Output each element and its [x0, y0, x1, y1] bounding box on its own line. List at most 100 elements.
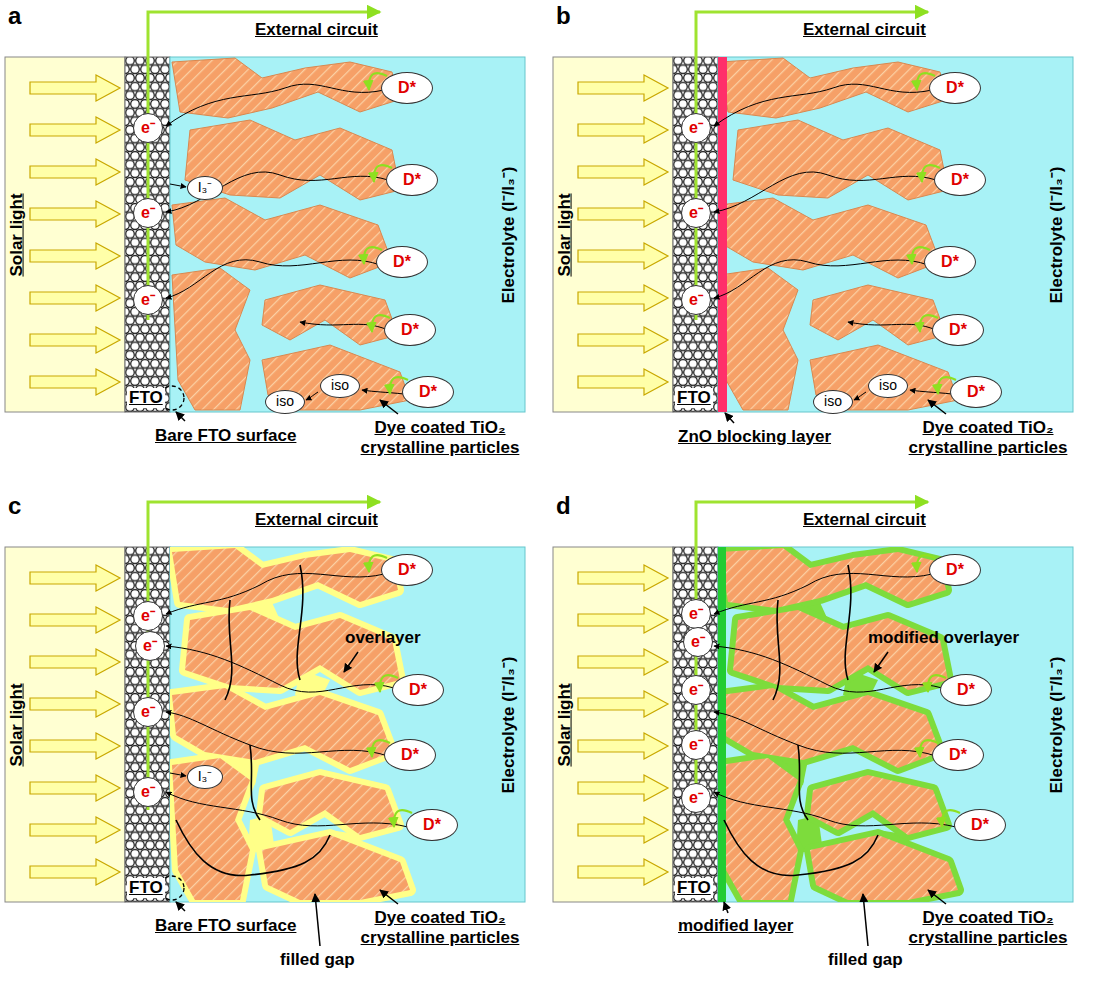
drawing-line — [170, 184, 186, 187]
fto-label: FTO — [127, 388, 165, 408]
fto-label: FTO — [127, 878, 165, 898]
electron-circle: e⁻ — [681, 285, 711, 315]
node-text: e⁻ — [141, 783, 155, 801]
electron-circle: e⁻ — [681, 599, 711, 629]
drawing-g — [172, 58, 410, 410]
excited-dye-ellipse: D* — [940, 674, 992, 706]
drawing-use — [166, 84, 404, 400]
iso-ellipse: iso — [320, 374, 360, 398]
electron-circle: e⁻ — [681, 113, 711, 143]
node-text: D* — [949, 746, 967, 764]
excited-dye-ellipse: D* — [406, 809, 458, 841]
electron-circle: e⁻ — [681, 198, 711, 228]
fto-label: FTO — [675, 878, 713, 898]
excited-dye-ellipse: D* — [392, 674, 444, 706]
panel-letter: d — [556, 492, 571, 520]
excited-dye-ellipse: D* — [929, 72, 981, 104]
panel-d — [553, 502, 1073, 946]
drawing-use — [5, 12, 525, 412]
triiodide-ellipse: I₃⁻ — [187, 765, 223, 789]
electron-circle: e⁻ — [133, 777, 163, 807]
node-text: D* — [403, 171, 421, 189]
drawing-use — [720, 548, 958, 900]
layer-label: ZnO blocking layer — [678, 427, 831, 447]
electron-circle: e⁻ — [681, 730, 711, 760]
drawing-use — [553, 12, 1073, 412]
drawing-use — [5, 502, 525, 902]
electron-circle: e⁻ — [133, 198, 163, 228]
electron-circle: e⁻ — [681, 783, 711, 813]
excited-dye-ellipse: D* — [386, 164, 438, 196]
excited-dye-ellipse: D* — [381, 554, 433, 586]
surface-label: Bare FTO surface — [155, 916, 296, 936]
node-text: e⁻ — [141, 119, 155, 137]
node-text: D* — [957, 681, 975, 699]
node-text: e⁻ — [143, 637, 157, 655]
node-text: e⁻ — [691, 633, 705, 651]
node-text: e⁻ — [141, 703, 155, 721]
excited-dye-ellipse: D* — [932, 739, 984, 771]
node-text: e⁻ — [141, 291, 155, 309]
panel-letter: c — [8, 492, 21, 520]
drawing-use — [172, 58, 410, 410]
electron-circle: e⁻ — [133, 285, 163, 315]
surface-label: Bare FTO surface — [155, 426, 296, 446]
iso-ellipse: iso — [813, 390, 853, 414]
iso-ellipse: iso — [265, 390, 305, 414]
drawing-use — [928, 890, 946, 904]
layer-label: modified layer — [678, 916, 793, 936]
drawing-use — [928, 400, 946, 414]
node-text: e⁻ — [689, 681, 703, 699]
modified-layer — [718, 547, 726, 902]
circuit-label: External circuit — [803, 510, 926, 530]
panel-letter: a — [8, 2, 21, 30]
drawing-use — [912, 73, 956, 394]
node-text: D* — [946, 561, 964, 579]
excited-dye-ellipse: D* — [934, 164, 986, 196]
node-text: D* — [401, 321, 419, 339]
drawing-g — [172, 548, 410, 900]
particle-label: Dye coated TiO₂ crystalline particles — [345, 908, 535, 948]
node-text: iso — [276, 394, 294, 409]
electrolyte-label: Electrolyte (I⁻/I₃⁻) — [1046, 656, 1066, 793]
electron-circle: e⁻ — [681, 675, 711, 705]
node-text: D* — [946, 79, 964, 97]
excited-dye-ellipse: D* — [929, 554, 981, 586]
drawing-use — [553, 502, 1073, 902]
overlayer-label: modified overlayer — [868, 628, 1019, 648]
node-text: D* — [971, 816, 989, 834]
drawing-g — [720, 58, 958, 410]
node-text: D* — [398, 561, 416, 579]
panel-b — [553, 12, 1073, 423]
node-text: e⁻ — [141, 607, 155, 625]
node-text: D* — [423, 816, 441, 834]
excited-dye-ellipse: D* — [932, 314, 984, 346]
zno-layer — [718, 57, 727, 412]
node-text: iso — [879, 378, 897, 393]
node-text: e⁻ — [689, 789, 703, 807]
drawing-use — [172, 548, 410, 900]
drawing-use — [380, 890, 398, 904]
light-label: Solar light — [554, 193, 574, 276]
drawing-g — [720, 548, 958, 900]
drawing-line — [315, 894, 320, 946]
node-text: D* — [393, 253, 411, 271]
node-text: e⁻ — [141, 204, 155, 222]
electron-circle: e⁻ — [133, 601, 163, 631]
drawing-line — [863, 894, 868, 946]
drawing-use — [364, 73, 408, 394]
drawing-line — [724, 902, 728, 913]
drawing-use — [172, 548, 410, 900]
panel-letter: b — [556, 2, 571, 30]
node-text: iso — [331, 378, 349, 393]
electron-circle: e⁻ — [133, 697, 163, 727]
node-text: D* — [967, 383, 985, 401]
circuit-label: External circuit — [255, 510, 378, 530]
gap-label: filled gap — [828, 950, 903, 970]
fto-label: FTO — [675, 388, 713, 408]
excited-dye-ellipse: D* — [384, 314, 436, 346]
drawing-line — [725, 413, 734, 423]
node-text: iso — [824, 394, 842, 409]
